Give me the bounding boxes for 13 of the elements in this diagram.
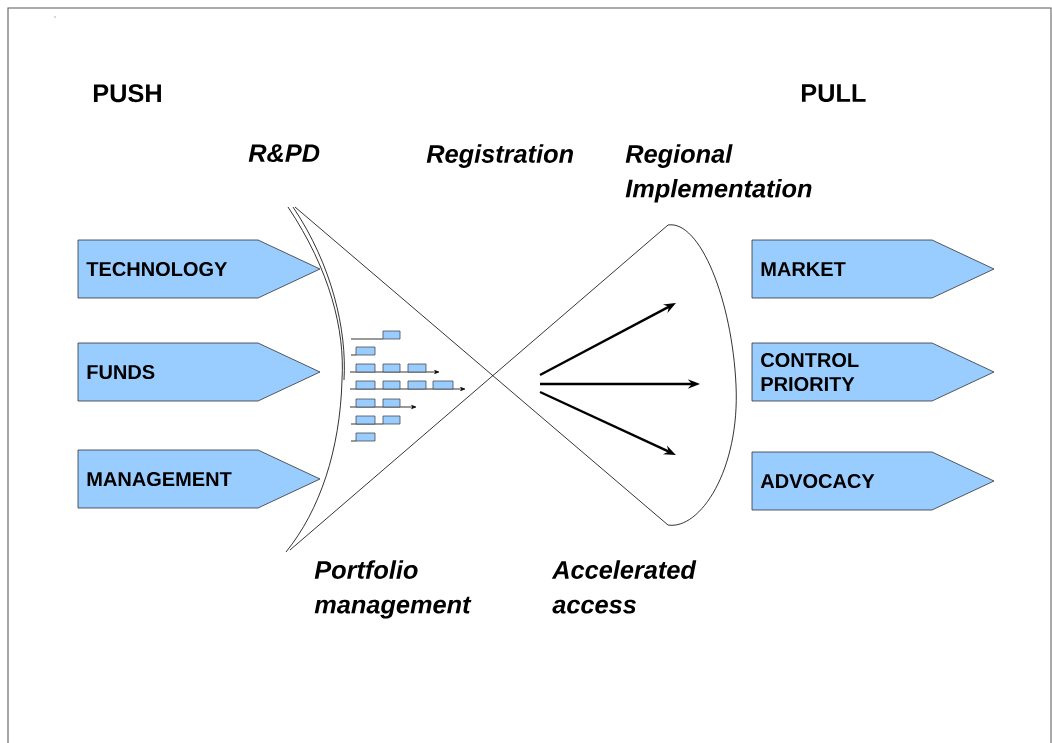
arrow-box: MANAGEMENT: [77, 449, 321, 509]
label-text: PUSH: [93, 84, 161, 103]
label-text: R&PD: [248, 144, 320, 163]
label-text: Registration: [426, 144, 573, 168]
label-text: Accelerated access: [551, 560, 697, 614]
arrow-box: FUNDS: [77, 342, 321, 402]
arrow-box: CONTROL PRIORITY: [751, 342, 995, 402]
label-text: Portfolio management: [314, 560, 472, 619]
arrow-box: ADVOCACY: [751, 451, 995, 511]
label-text: Regional Implementation: [625, 144, 812, 203]
arrow-box: MARKET: [751, 239, 995, 299]
label-text: PULL: [801, 84, 866, 102]
arrow-box: TECHNOLOGY: [77, 239, 321, 299]
